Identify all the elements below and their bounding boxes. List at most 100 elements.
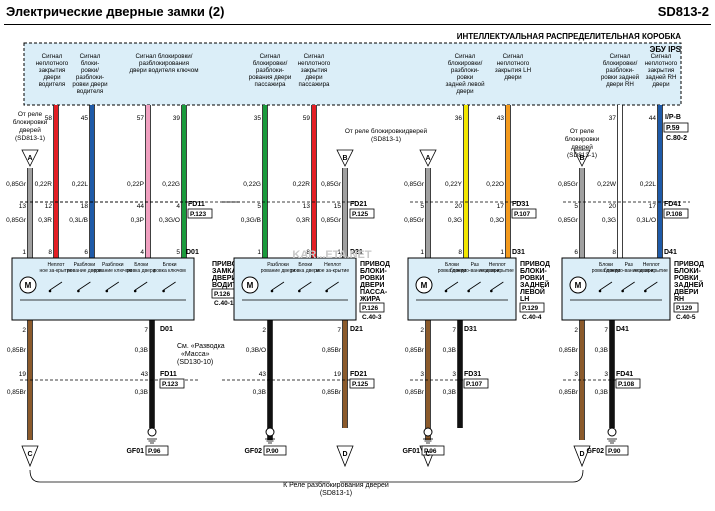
switch-label: Блоки xyxy=(134,262,148,268)
wire-label: 0,3G xyxy=(448,217,462,224)
signal-label: пассажира xyxy=(299,81,330,88)
pin-label: 5 xyxy=(257,203,261,210)
wire-label: 0,22G xyxy=(162,181,180,188)
ipb-c: C.80-2 xyxy=(666,135,687,142)
signal-label: разблокирования xyxy=(139,60,189,67)
wire-label: 0,22P xyxy=(127,181,144,188)
wire-label: 0,3B xyxy=(135,389,148,396)
ground-name: GF01 xyxy=(402,448,420,455)
ground-icon xyxy=(147,427,157,437)
signal-label: задней левой xyxy=(445,81,485,88)
signal-label: блоки- xyxy=(81,60,100,67)
offpage-a2: A xyxy=(425,155,430,162)
signal-label: Сигнал xyxy=(260,53,281,60)
wire-label: 0,3O xyxy=(490,217,504,224)
module-title: LH xyxy=(520,296,529,303)
signal-label: разблоки- xyxy=(451,67,479,74)
module-title: ЛЕВОЙ xyxy=(520,287,545,296)
switch-label: Разблоки xyxy=(74,262,96,268)
signal-label: закрытия xyxy=(39,67,66,74)
signal-label: Сигнал блокировки/ xyxy=(136,53,193,60)
wire-label: 0,22G xyxy=(243,181,261,188)
pin-label: 15 xyxy=(334,203,342,210)
switch-icon xyxy=(106,281,120,291)
pin-label: 43 xyxy=(141,371,149,378)
switch-label: Разблоки xyxy=(267,262,289,268)
module-connector: D01 xyxy=(160,326,173,333)
module-title: БЛОКИ- xyxy=(360,268,388,275)
module-connector: D21 xyxy=(350,326,363,333)
module-title: ЗАДНЕЙ xyxy=(674,280,703,289)
top-pin: 43 xyxy=(497,115,505,122)
wire-label: 0,85Gr xyxy=(558,217,579,224)
ground-note-1: См. «Разводка xyxy=(177,343,225,350)
signal-label: двери xyxy=(504,74,522,81)
switch-label: Блоки xyxy=(298,262,312,268)
wire-label: 0,85Br xyxy=(405,347,425,354)
connector-name: FD11 xyxy=(188,201,205,208)
wire-label: 0,3L/O xyxy=(636,217,656,224)
signal-label: Сигнал xyxy=(610,53,631,60)
pin-label: 1 xyxy=(22,249,26,256)
bottom-note-2: (SD813-1) xyxy=(320,490,352,497)
wire-label: 0,3P xyxy=(131,217,144,224)
signal-label: пассажира xyxy=(255,81,286,88)
wire-label: 0,3G/O xyxy=(159,217,180,224)
module-connector: D31 xyxy=(464,326,477,333)
switch-icon xyxy=(645,281,658,291)
wire-label: 0,85Br xyxy=(7,347,27,354)
signal-label: неплотного xyxy=(298,60,331,67)
signal-label: разблоки- xyxy=(256,67,284,74)
svg-text:ное за-крытие: ное за-крытие xyxy=(635,268,668,274)
module-title: ПРИВОД xyxy=(674,261,704,268)
ground-page: P.96 xyxy=(424,448,437,455)
offpage-arrow xyxy=(573,149,591,167)
signal-label: водителя xyxy=(77,88,104,95)
wire-label: 0,22Y xyxy=(445,181,463,188)
signal-label: Сигнал xyxy=(651,53,672,60)
svg-text:M: M xyxy=(421,281,428,290)
signal-label: разблоки- xyxy=(76,74,104,81)
svg-text:ровка двери: ровка двери xyxy=(291,268,320,274)
svg-text:рование ключом: рование ключом xyxy=(94,268,133,274)
pin-label: 7 xyxy=(337,327,341,334)
pin-label: 7 xyxy=(144,327,148,334)
module-title: РОВКИ xyxy=(520,275,544,282)
svg-text:рование двери: рование двери xyxy=(261,268,296,274)
pin-label: 8 xyxy=(306,249,310,256)
svg-text:рование двери: рование двери xyxy=(67,268,102,274)
diagram-code: SD813-2 xyxy=(657,4,709,19)
offpage-label: D xyxy=(579,451,584,458)
pin-label: 4 xyxy=(176,203,180,210)
module-page: P.129 xyxy=(522,305,539,312)
signal-label: ровки xyxy=(457,74,474,81)
connector-page: P.125 xyxy=(352,211,369,218)
pin-label: 5 xyxy=(574,203,578,210)
wire-label: 0,85Br xyxy=(322,389,342,396)
module-title: ПРИВОД xyxy=(212,261,242,268)
relay-ref: дверей xyxy=(571,143,593,151)
module-title: БЛОКИ- xyxy=(520,268,548,275)
connector-name: FD21 xyxy=(350,201,367,208)
signal-label: двери RH xyxy=(606,81,634,88)
module-title: ЗАДНЕЙ xyxy=(520,280,549,289)
pin-label: 6 xyxy=(84,249,88,256)
page-title: Электрические дверные замки (2) xyxy=(6,4,225,19)
switch-icon xyxy=(326,281,339,291)
wire-label: 0,85Gr xyxy=(6,181,27,188)
top-pin: 36 xyxy=(455,115,463,122)
pin-label: 5 xyxy=(176,249,180,256)
module-connector: D31 xyxy=(512,249,525,256)
signal-label: водителя xyxy=(39,81,66,88)
connector-page: P.107 xyxy=(514,211,531,218)
signal-label: блокировки/ xyxy=(253,60,288,67)
pin-label: 4 xyxy=(140,249,144,256)
module-title: ВОДИТЕЛЯ xyxy=(212,282,251,289)
signal-label: закрытия xyxy=(301,67,328,74)
connector-page: P.108 xyxy=(618,381,635,388)
switch-label: Раз xyxy=(625,262,634,268)
wire-label: 0,22R xyxy=(35,181,53,188)
motor-icon xyxy=(19,276,37,294)
wire-label: 0,3R xyxy=(38,217,52,224)
switch-label: Блоки xyxy=(445,262,459,268)
